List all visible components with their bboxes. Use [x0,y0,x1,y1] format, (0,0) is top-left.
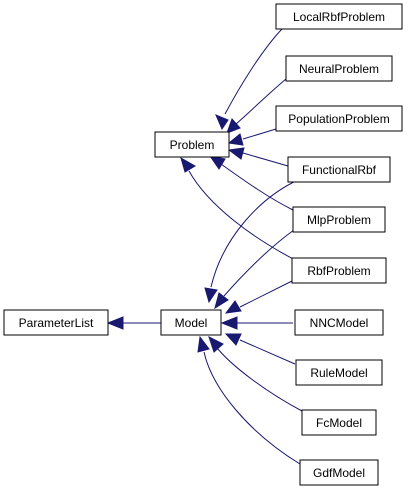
edge-gdf-model-to-model [203,351,301,465]
edge-functional-rbf-to-model [210,178,301,288]
node-label: NNCModel [310,316,369,330]
node-label: FcModel [316,416,362,430]
arrowhead [224,333,242,346]
node-label: Model [175,316,208,330]
node-label: RbfProblem [307,264,370,278]
arrowhead [204,287,218,304]
edge-neural-problem-to-problem [235,78,287,125]
node-label: PopulationProblem [288,112,389,126]
edge-population-problem-to-problem [242,128,277,140]
edge-rbf-problem-to-problem [188,170,300,263]
node-label: MlpProblem [307,213,371,227]
node-functional-rbf[interactable]: FunctionalRbf [287,156,391,183]
edge-rule-model-to-model [239,339,296,365]
edge-rbf-problem-to-model [239,280,293,308]
node-nnc-model[interactable]: NNCModel [294,309,384,336]
node-parameter-list[interactable]: ParameterList [3,309,109,336]
nodes: LocalRbfProblem NeuralProblem Population… [3,3,403,486]
edge-fc-model-to-model [217,348,303,412]
node-gdf-model[interactable]: GdfModel [299,459,379,486]
node-model[interactable]: Model [160,309,222,336]
edge-mlp-problem-to-problem [220,163,294,211]
arrowhead [208,336,224,353]
arrowhead [215,114,229,131]
arrowhead [180,156,196,173]
node-mlp-problem[interactable]: MlpProblem [292,206,386,233]
edge-local-rbf-problem-to-problem [224,28,283,115]
arrowhead [208,155,226,170]
arrowhead [214,292,229,310]
node-local-rbf-problem[interactable]: LocalRbfProblem [275,3,403,30]
node-label: NeuralProblem [299,62,379,76]
node-fc-model[interactable]: FcModel [301,409,377,436]
edge-functional-rbf-to-problem [242,152,289,167]
node-rbf-problem[interactable]: RbfProblem [291,257,387,284]
node-population-problem[interactable]: PopulationProblem [275,105,403,132]
edges [106,28,303,465]
node-label: FunctionalRbf [302,163,377,177]
arrowhead [106,316,124,330]
arrowhead [226,118,241,134]
node-label: GdfModel [313,466,365,480]
node-problem[interactable]: Problem [154,131,230,158]
arrowhead [224,300,242,314]
node-rule-model[interactable]: RuleModel [295,359,383,386]
node-label: Problem [170,138,215,152]
arrowhead [220,316,238,330]
node-neural-problem[interactable]: NeuralProblem [285,55,393,82]
arrowhead [227,133,244,146]
node-label: RuleModel [310,366,367,380]
arrowhead [197,335,210,353]
node-label: LocalRbfProblem [293,10,385,24]
edge-mlp-problem-to-model [223,229,295,297]
arrowhead [227,147,245,160]
node-label: ParameterList [19,316,94,330]
